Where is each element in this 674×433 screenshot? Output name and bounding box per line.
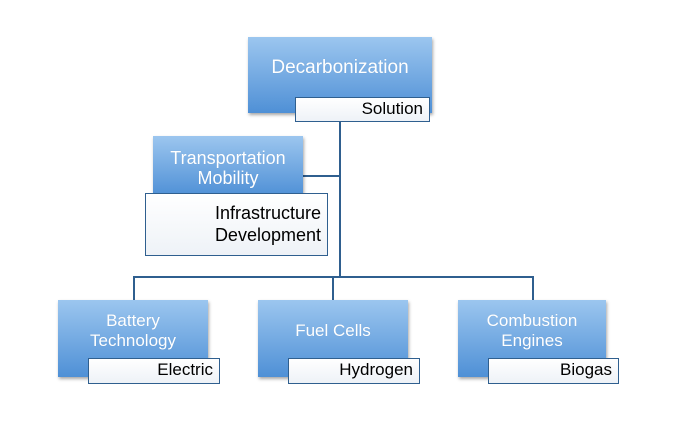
side-title-line2: Mobility [197, 168, 259, 188]
root-subtitle-box: Solution [295, 97, 430, 122]
connector-drop-2 [332, 276, 334, 300]
root-title: Decarbonization [271, 57, 409, 78]
child-title-line1: Combustion [486, 310, 578, 330]
connector-side [303, 175, 340, 177]
child-title-line1: Battery [106, 310, 160, 330]
child-title-line2: Engines [501, 330, 563, 350]
side-subtitle-line2: Development [214, 225, 321, 245]
child-title-line2: Technology [89, 330, 176, 350]
connector-drop-3 [532, 276, 534, 300]
side-title-line1: Transportation [170, 148, 286, 168]
side-subtitle-line1: Infrastructure [214, 203, 321, 223]
connector-trunk [339, 122, 341, 277]
child-subtitle-box: Biogas [488, 358, 619, 384]
child-subtitle: Biogas [560, 360, 612, 379]
child-title-line1: Fuel Cells [295, 320, 371, 340]
child-subtitle: Electric [157, 360, 213, 379]
connector-drop-1 [133, 276, 135, 300]
side-node: Transportation Mobility [153, 136, 303, 196]
child-subtitle-box: Electric [88, 358, 220, 384]
side-subtitle-box: Infrastructure Development [145, 193, 328, 256]
child-subtitle-box: Hydrogen [288, 358, 420, 384]
root-subtitle: Solution [361, 99, 423, 118]
child-subtitle: Hydrogen [339, 360, 413, 379]
